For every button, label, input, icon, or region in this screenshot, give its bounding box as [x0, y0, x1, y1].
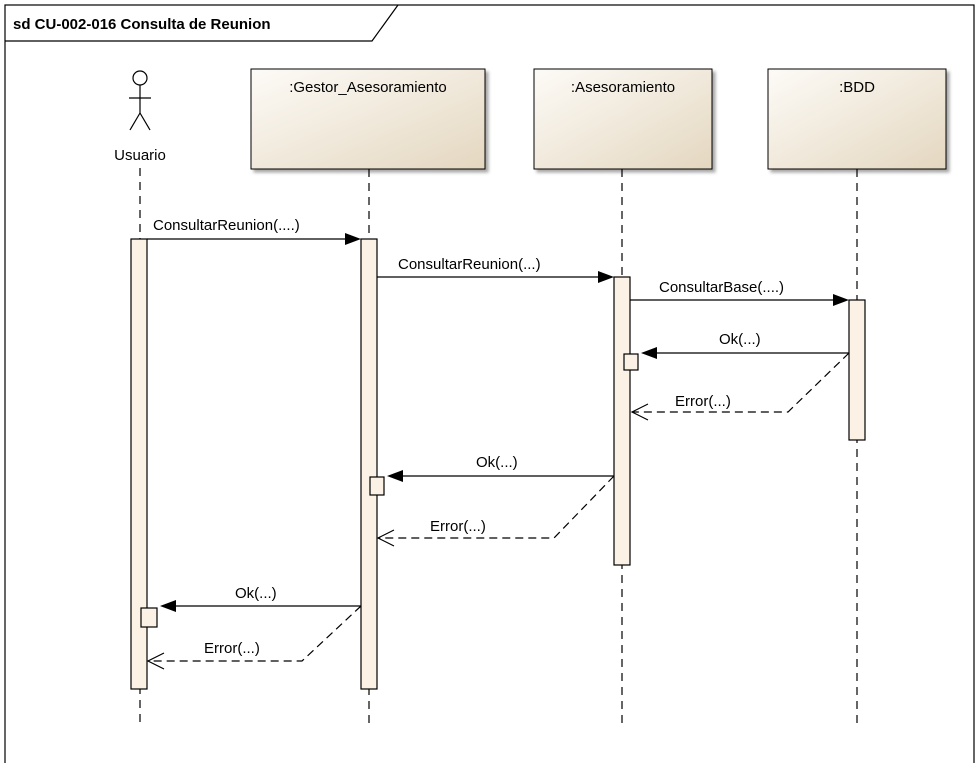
- activation-bar-usuario: [130, 238, 148, 690]
- message-ok-asesoramiento: Ok(...): [387, 454, 614, 482]
- message-label: ConsultarReunion(....): [153, 217, 300, 234]
- self-call-square: [369, 476, 385, 496]
- message-label: Error(...): [204, 640, 260, 657]
- message-ok-bdd: Ok(...): [641, 331, 849, 359]
- message-label: ConsultarBase(....): [659, 279, 784, 296]
- lifeline-gestor-asesoramiento: :Gestor_Asesoramiento: [250, 68, 486, 170]
- message-label: Error(...): [430, 518, 486, 535]
- self-call-square: [623, 353, 639, 371]
- lifeline-label: :Asesoramiento: [571, 79, 675, 96]
- lifeline-label: :BDD: [839, 79, 875, 96]
- message-error-bdd: Error(...): [630, 352, 850, 421]
- message-consultar-base: ConsultarBase(....): [630, 279, 849, 306]
- message-label: Ok(...): [719, 331, 761, 348]
- message-consultar-reunion-1: ConsultarReunion(....): [147, 217, 361, 245]
- stick-figure-icon: [129, 70, 151, 131]
- lifeline-label: :Gestor_Asesoramiento: [289, 79, 447, 96]
- self-call-square: [140, 607, 158, 628]
- message-label: Ok(...): [235, 585, 277, 602]
- actor-usuario: Usuario: [114, 70, 166, 164]
- lifeline-bdd: :BDD: [767, 68, 947, 170]
- message-label: Error(...): [675, 393, 731, 410]
- actor-label: Usuario: [114, 147, 166, 164]
- diagram-frame: sd CU-002-016 Consulta de Reunion: [4, 4, 975, 763]
- message-label: ConsultarReunion(...): [398, 256, 541, 273]
- message-consultar-reunion-2: ConsultarReunion(...): [377, 256, 614, 283]
- message-error-asesoramiento: Error(...): [376, 475, 615, 547]
- activation-bar-asesoramiento: [613, 276, 631, 566]
- lifeline-asesoramiento: :Asesoramiento: [533, 68, 713, 170]
- frame-title: sd CU-002-016 Consulta de Reunion: [13, 16, 271, 33]
- message-label: Ok(...): [476, 454, 518, 471]
- message-error-gestor: Error(...): [146, 605, 362, 670]
- activation-bar-bdd: [848, 299, 866, 441]
- message-ok-gestor: Ok(...): [160, 585, 361, 612]
- activation-bar-gestor: [360, 238, 378, 690]
